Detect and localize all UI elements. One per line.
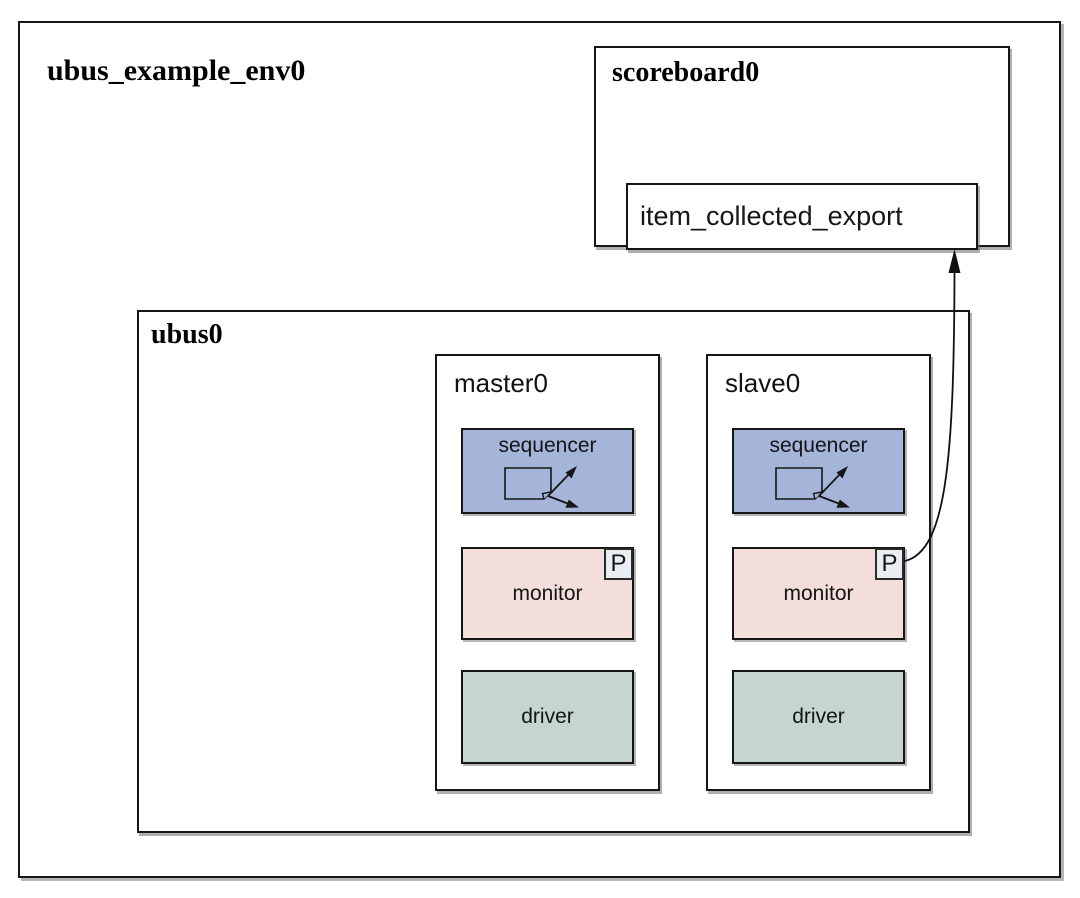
slave-agent-box: slave0 sequencer monitor P driver (706, 354, 931, 791)
master-driver-box: driver (461, 670, 634, 764)
scoreboard-title: scoreboard0 (612, 57, 760, 88)
item-collected-export-box: item_collected_export (626, 183, 978, 250)
master-monitor-port-badge: P (604, 548, 633, 580)
slave-sequencer-box: sequencer (732, 428, 905, 514)
item-collected-export-label: item_collected_export (640, 201, 903, 231)
master-monitor-box: monitor P (461, 547, 634, 640)
slave-monitor-box: monitor P (732, 547, 905, 640)
master-title: master0 (454, 368, 548, 398)
ubus-title: ubus0 (151, 319, 223, 350)
slave-monitor-label: monitor (783, 581, 854, 605)
master-sequencer-label: sequencer (498, 434, 597, 457)
master-sequencer-box: sequencer (461, 428, 634, 514)
sequence-item-icon (503, 466, 579, 508)
env-title: ubus_example_env0 (47, 54, 306, 87)
slave-monitor-port-badge: P (875, 548, 904, 580)
master-monitor-label: monitor (512, 581, 583, 605)
slave-driver-label: driver (792, 705, 845, 728)
slave-sequencer-label: sequencer (769, 434, 868, 457)
slave-title: slave0 (725, 368, 801, 398)
master-agent-box: master0 sequencer monitor P driver (435, 354, 660, 791)
sequence-item-icon (774, 466, 850, 508)
slave-driver-box: driver (732, 670, 905, 764)
master-driver-label: driver (521, 705, 574, 728)
